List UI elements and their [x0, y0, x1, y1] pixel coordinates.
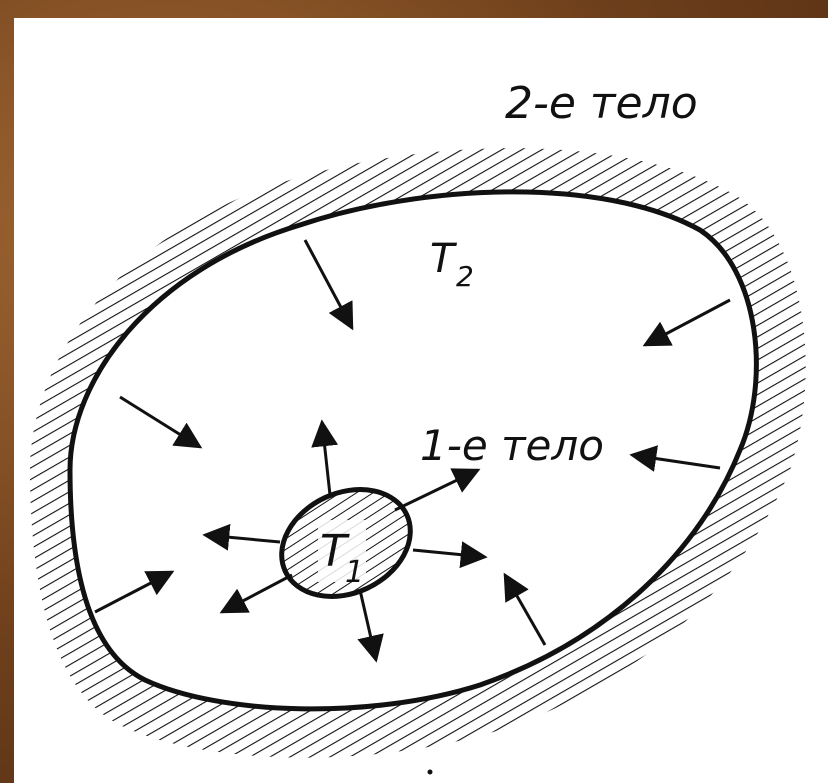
label-body-1: 1-е тело — [420, 421, 604, 470]
arrow-in-right — [629, 445, 721, 472]
arrow-in-right-top — [642, 298, 731, 347]
absorption-arrows — [94, 239, 731, 646]
outer-body-boundary — [67, 189, 759, 712]
arrow-in-top — [303, 239, 354, 331]
arrow-out-downleft — [219, 573, 293, 614]
temp1-base: T — [320, 526, 350, 577]
temp2-base: T — [430, 236, 458, 282]
emission-arrows — [202, 419, 488, 663]
label-body-2: 2-е тело — [505, 78, 698, 129]
label-temperature-1: T 1 — [318, 520, 366, 590]
arrow-out-left — [202, 523, 281, 551]
arrow-out-down — [357, 589, 384, 663]
temp2-sub: 2 — [456, 260, 474, 293]
arrow-out-right — [412, 541, 488, 569]
arrow-in-left — [119, 395, 203, 449]
stray-dot — [427, 769, 433, 775]
temp1-sub: 1 — [345, 555, 364, 590]
arrow-out-up — [311, 419, 339, 496]
label-temperature-2: T 2 — [430, 236, 474, 293]
outer-hatching — [30, 148, 806, 758]
arrow-out-upright — [394, 468, 481, 512]
arrow-in-bottom-right — [503, 572, 547, 646]
arrow-in-bottom-left — [94, 570, 175, 614]
